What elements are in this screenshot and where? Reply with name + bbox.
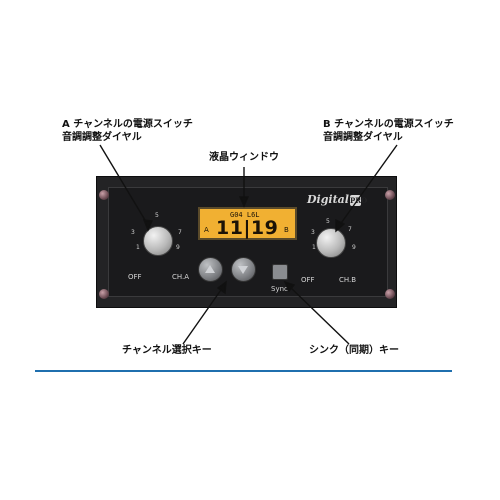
lcd-channel-numbers: 11|19	[216, 217, 279, 239]
channel-b-label: CH.B	[339, 276, 357, 284]
triangle-down-icon	[238, 266, 248, 274]
callout-channel-b-line1: B チャンネルの電源スイッチ	[323, 119, 454, 130]
dial-b-tick: 5	[326, 218, 330, 225]
lcd-channel-a-indicator: A	[204, 226, 209, 234]
channel-down-button[interactable]	[231, 257, 256, 282]
screw-icon	[385, 289, 395, 299]
dial-b-tick: 1	[312, 244, 316, 251]
callout-sync-key: シンク（同期）キー	[309, 345, 399, 356]
section-divider	[35, 370, 452, 372]
callout-lcd-window: 液晶ウィンドウ	[209, 152, 279, 163]
dial-a-tick: 7	[178, 229, 182, 236]
channel-b-volume-dial[interactable]	[316, 228, 346, 258]
leader-line-sync	[288, 285, 350, 345]
lcd-channel-b-indicator: B	[284, 226, 289, 234]
channel-up-button[interactable]	[198, 257, 223, 282]
screw-icon	[385, 190, 395, 200]
dial-a-tick: 1	[136, 244, 140, 251]
channel-a-label: CH.A	[172, 273, 190, 281]
lcd-window: G04 L6L A 11|19 B	[198, 207, 297, 240]
callout-channel-a-power: A チャンネルの電源スイッチ 音調調整ダイヤル	[62, 118, 193, 144]
leader-line-channel-select	[182, 286, 224, 345]
callout-channel-a-line1: A チャンネルの電源スイッチ	[62, 119, 193, 130]
dial-b-tick: 3	[311, 229, 315, 236]
arrowhead-icon	[216, 280, 227, 295]
sync-label: Sync	[271, 285, 288, 293]
dial-a-tick: 9	[176, 244, 180, 251]
channel-b-off-label: OFF	[301, 276, 315, 284]
leader-line-channel-b	[338, 144, 398, 227]
brand-badge: PRO	[349, 195, 368, 206]
arrowhead-icon	[283, 280, 296, 293]
callout-channel-b-power: B チャンネルの電源スイッチ 音調調整ダイヤル	[323, 118, 454, 144]
dial-a-tick: 3	[131, 229, 135, 236]
channel-a-off-label: OFF	[128, 273, 142, 281]
dial-b-tick: 9	[352, 244, 356, 251]
brand-logo: DigitalPRO	[307, 193, 368, 206]
screw-icon	[99, 190, 109, 200]
leader-line-channel-a	[99, 144, 149, 226]
sync-button[interactable]	[272, 264, 288, 280]
dial-b-tick: 7	[348, 226, 352, 233]
arrowhead-icon	[142, 219, 154, 232]
arrowhead-icon	[335, 218, 346, 233]
callout-channel-a-line2: 音調調整ダイヤル	[62, 132, 142, 143]
lcd-status-text: G04 L6L	[230, 211, 260, 219]
arrowhead-icon	[238, 196, 250, 208]
brand-text: Digital	[307, 193, 349, 206]
dial-a-tick: 5	[155, 212, 159, 219]
callout-channel-b-line2: 音調調整ダイヤル	[323, 132, 403, 143]
screw-icon	[99, 289, 109, 299]
callout-channel-select: チャンネル選択キー	[122, 345, 212, 356]
triangle-up-icon	[205, 265, 215, 273]
